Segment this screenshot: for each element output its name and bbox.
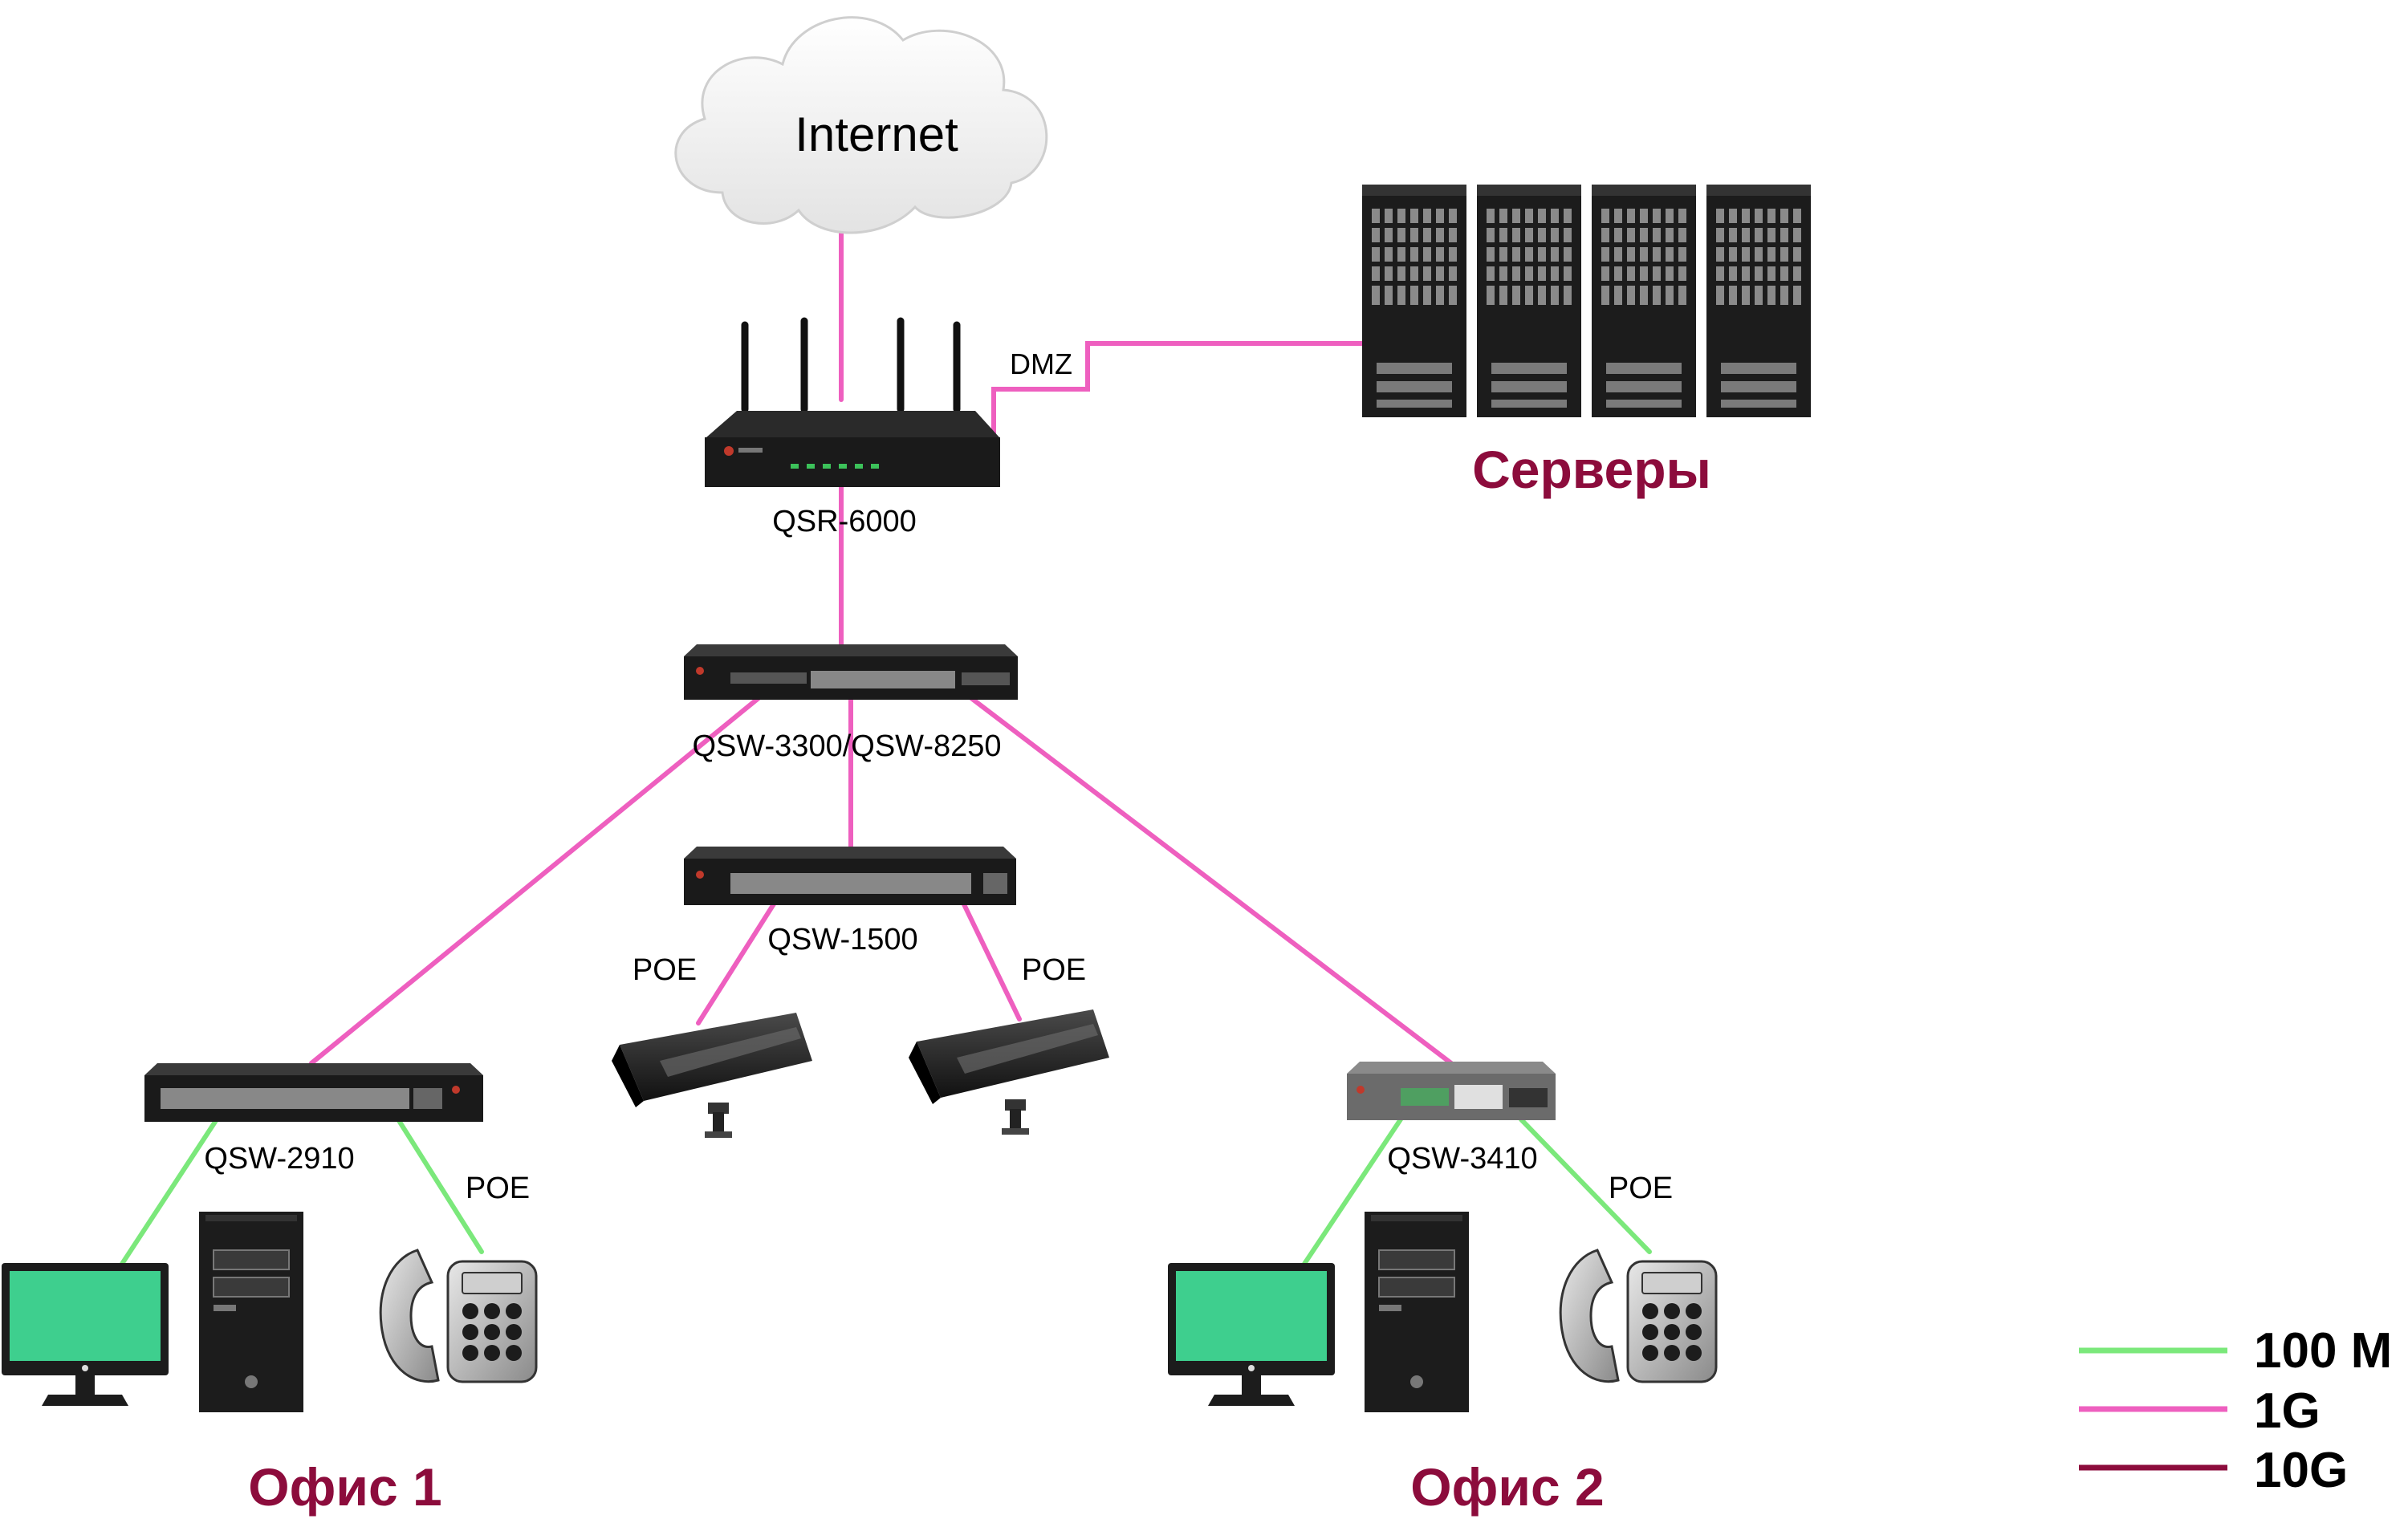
access-switch-center: QSW-1500 — [684, 847, 1016, 956]
office1-label: Офис 1 — [248, 1457, 441, 1517]
poe-label-office2: POE — [1609, 1172, 1673, 1205]
office1-switch-label: QSW-2910 — [204, 1142, 354, 1176]
dmz-label: DMZ — [1010, 347, 1072, 380]
core-switch: QSW-3300/QSW-8250 — [684, 644, 1018, 763]
poe-label-camera2: POE — [1022, 953, 1086, 987]
office1-phone-icon — [379, 1249, 538, 1383]
link-office2-pc — [1302, 1117, 1403, 1266]
server-4-icon — [1706, 185, 1811, 417]
office1-switch: QSW-2910 — [144, 1063, 483, 1176]
access-switch-center-label: QSW-1500 — [767, 923, 917, 956]
servers: Серверы — [1362, 185, 1811, 499]
link-core-office1 — [309, 696, 761, 1066]
office2-pc-tower-icon — [1364, 1211, 1470, 1413]
internet-cloud: Internet — [674, 16, 1048, 234]
poe-label-office1: POE — [466, 1172, 530, 1205]
servers-label: Серверы — [1472, 440, 1711, 499]
office2-switch-label: QSW-3410 — [1387, 1142, 1537, 1176]
link-office1-pc — [120, 1117, 219, 1266]
router-label: QSR-6000 — [772, 505, 917, 538]
link-office1-phone — [396, 1117, 484, 1254]
internet-label: Internet — [795, 108, 958, 161]
link-core-office2 — [969, 696, 1454, 1066]
office1-monitor-icon — [2, 1263, 169, 1406]
server-3-icon — [1592, 185, 1696, 417]
router-qsr-6000: QSR-6000 — [705, 317, 1000, 538]
legend-label-1g: 1G — [2254, 1383, 2321, 1439]
office2-label: Офис 2 — [1410, 1457, 1604, 1517]
core-switch-label: QSW-3300/QSW-8250 — [692, 729, 1001, 763]
office2-phone-icon — [1559, 1249, 1718, 1383]
link-router-dmz-servers — [991, 341, 1367, 440]
office2-switch: QSW-3410 — [1347, 1062, 1556, 1176]
poe-label-camera1: POE — [633, 953, 697, 987]
link-center-camera2 — [961, 900, 1022, 1021]
server-2-icon — [1477, 185, 1581, 417]
server-1-icon — [1362, 185, 1466, 417]
legend: 100 M 1G 10G — [2079, 1323, 2392, 1498]
camera-1-icon — [612, 1013, 812, 1138]
office2-monitor-icon — [1168, 1263, 1335, 1406]
office1-pc-tower-icon — [198, 1211, 304, 1413]
link-office2-phone — [1519, 1117, 1652, 1254]
links — [120, 214, 1652, 1266]
camera-2-icon — [909, 1009, 1109, 1135]
legend-label-100m: 100 M — [2254, 1323, 2392, 1379]
link-center-camera1 — [696, 900, 777, 1026]
legend-label-10g: 10G — [2254, 1443, 2348, 1498]
